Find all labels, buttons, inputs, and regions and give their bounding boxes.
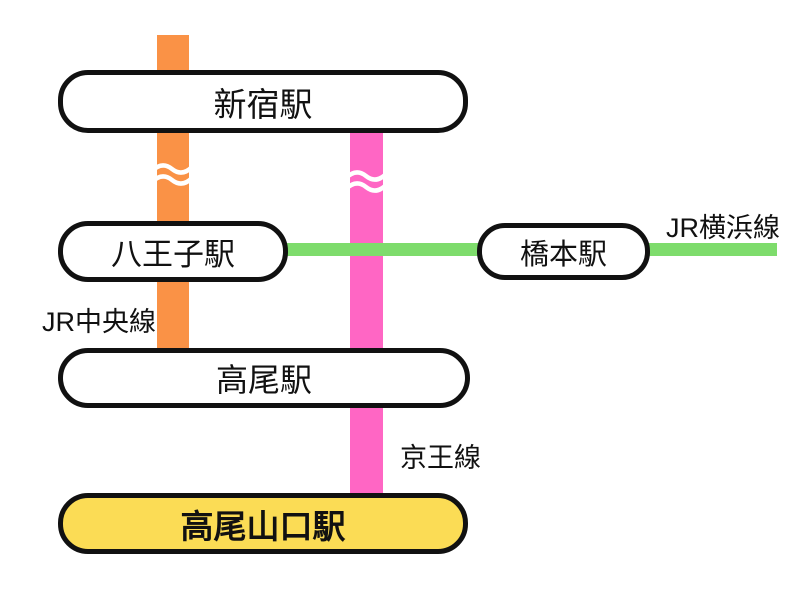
station-takaosanguchi-highlighted: 高尾山口駅 [58, 493, 468, 554]
station-label: 高尾山口駅 [180, 507, 346, 545]
station-label: 高尾駅 [215, 362, 312, 398]
line-break-icon [344, 170, 389, 193]
station-label: 橋本駅 [519, 238, 607, 271]
station-hachioji: 八王子駅 [58, 221, 288, 282]
keio-line-label: 京王線 [400, 443, 481, 473]
station-shinjuku: 新宿駅 [58, 70, 468, 133]
station-label: 八王子駅 [111, 237, 235, 272]
station-label: 新宿駅 [213, 85, 313, 123]
line-break-icon [150, 163, 195, 186]
station-hashimoto: 橋本駅 [477, 223, 650, 280]
station-takao: 高尾駅 [58, 348, 470, 408]
jr-yokohama-line-label: JR横浜線 [666, 213, 780, 243]
jr-chuo-line-label: JR中央線 [42, 307, 156, 337]
